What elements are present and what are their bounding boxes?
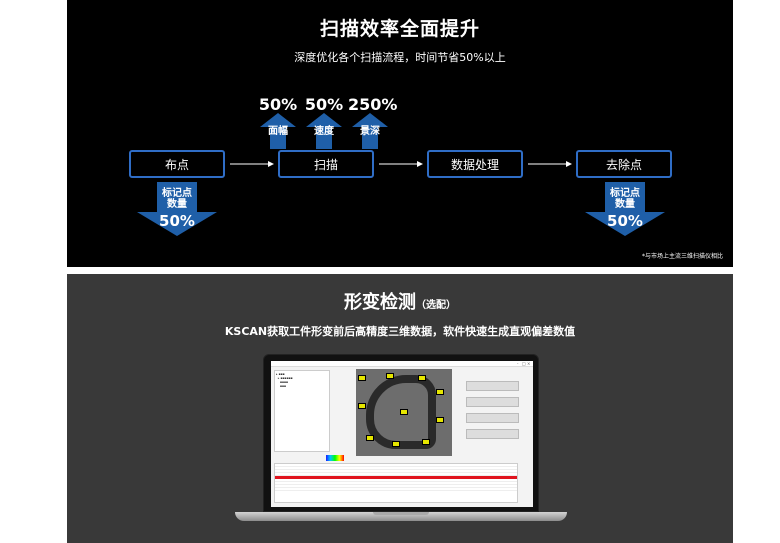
flow-step-remove-points: 去除点 [576,150,672,178]
tree-node: ▪▪▪ [276,384,286,388]
boost-label-area: 面幅 [268,126,288,137]
detect-panel-title: 形变检测（选配） [67,288,733,314]
tool-button [466,413,519,423]
deviation-table [274,463,518,503]
down-arrow-icon [137,182,217,236]
deviation-tag [436,417,444,423]
deviation-tag [358,403,366,409]
deformation-detection-panel: 形变检测（选配） KSCAN获取工件形变前后高精度三维数据，软件快速生成直观偏差… [67,274,733,543]
app-titlebar: - □ × [271,361,533,367]
table-row [275,473,517,476]
up-arrow-icon [352,113,388,149]
deviation-tag [436,389,444,395]
deviation-tag [392,441,400,447]
tool-button [466,381,519,391]
down-arrow-icon [585,182,665,236]
reduction-line1: 标记点 [610,188,640,199]
tool-button [466,397,519,407]
laptop-notch [373,512,429,515]
comparison-footnote: *与市场上主流三维扫描仪相比 [641,253,723,260]
deviation-tag [386,373,394,379]
table-row [275,482,517,485]
table-row [275,485,517,488]
model-tree-panel: ▸ ▪▪▪ ▸ ▪▪▪▪▪▪ ▪▪▪▪ ▪▪▪ [274,370,330,452]
reduction-percent-layout: 50% [159,212,195,230]
laptop-base [235,512,567,521]
table-row [275,470,517,473]
table-row [275,464,517,467]
laptop-screen: - □ × ▸ ▪▪▪ ▸ ▪▪▪▪▪▪ ▪▪▪▪ ▪▪▪ [263,354,539,512]
up-arrow-icon [260,113,296,149]
deviation-colorbar [326,455,344,461]
tool-button [466,429,519,439]
flow-step-processing: 数据处理 [427,150,523,178]
scan-panel-title: 扫描效率全面提升 [319,18,480,40]
tree-node: ▸ ▪▪▪▪▪▪ [276,376,293,380]
up-arrow-icon [306,113,342,149]
right-arrow-icon [528,161,572,167]
color-legend-row [274,454,530,462]
boost-label-depth: 景深 [360,126,380,137]
table-row-highlighted [275,476,517,479]
flow-step-scan: 扫描 [278,150,374,178]
detect-title-text: 形变检测 [344,292,416,313]
minimize-icon: - [517,361,519,366]
maximize-icon: □ [522,361,526,366]
scan-panel-subtitle: 深度优化各个扫描流程，时间节省50%以上 [294,51,506,64]
table-row [275,488,517,491]
close-icon: × [527,361,531,366]
table-row [275,467,517,470]
boost-label-speed: 速度 [314,126,334,137]
right-arrow-icon [230,161,274,167]
scan-efficiency-panel: 扫描效率全面提升 深度优化各个扫描流程，时间节省50%以上 50% 50% 25… [67,0,733,267]
boost-percent-depth: 250% [348,95,398,114]
reduction-line2: 数量 [167,199,187,210]
boost-percent-speed: 50% [304,95,344,114]
software-screenshot: - □ × ▸ ▪▪▪ ▸ ▪▪▪▪▪▪ ▪▪▪▪ ▪▪▪ [271,361,533,507]
deviation-tag [366,435,374,441]
3d-deviation-view [356,369,452,456]
reduction-line2: 数量 [615,199,635,210]
detect-title-note: （选配） [416,300,456,311]
part-outline [366,375,436,449]
deviation-tag [400,409,408,415]
tree-node: ▪▪▪▪ [276,380,288,384]
boost-percent-area: 50% [258,95,298,114]
reduction-percent-remove: 50% [607,212,643,230]
reduction-label-remove: 标记点 数量 [600,188,650,210]
table-row [275,479,517,482]
deviation-tag [422,439,430,445]
detect-panel-subtitle: KSCAN获取工件形变前后高精度三维数据，软件快速生成直观偏差数值 [224,325,576,338]
flow-step-layout: 布点 [129,150,225,178]
deviation-tag [418,375,426,381]
right-arrow-icon [379,161,423,167]
tree-node: ▸ ▪▪▪ [276,372,285,376]
reduction-label-layout: 标记点 数量 [152,188,202,210]
reduction-line1: 标记点 [162,188,192,199]
deviation-tag [358,375,366,381]
